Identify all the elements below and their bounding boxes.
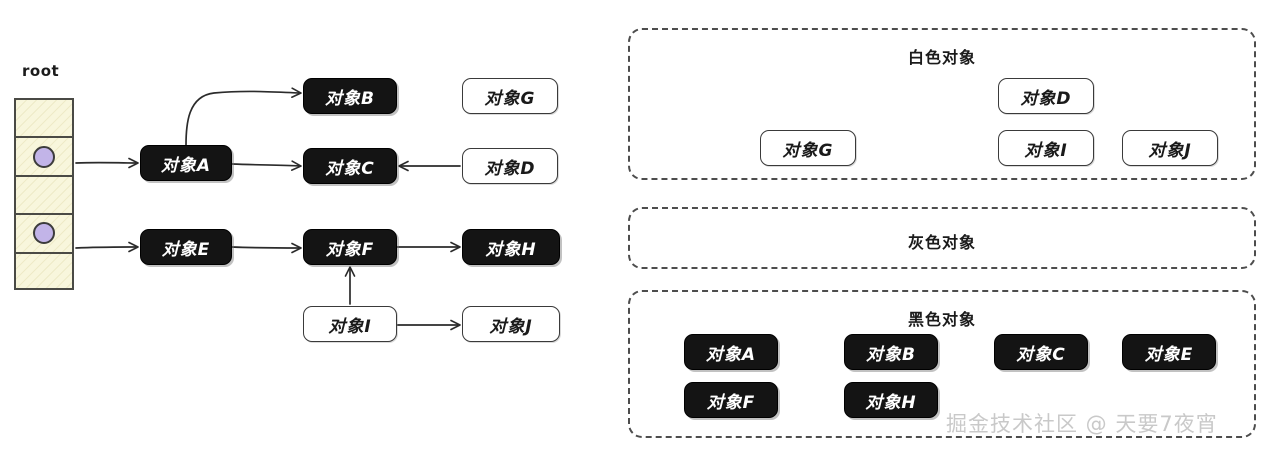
legend-item-black-6: 对象H [844, 382, 938, 418]
root-label: root [22, 62, 60, 80]
object-node-e: 对象E [140, 229, 232, 265]
watermark: 掘金技术社区 @ 天要7夜宵 [946, 412, 1218, 436]
legend-item-black-2: 对象B [844, 334, 938, 370]
reference-dot-icon [33, 145, 55, 168]
object-node-g: 对象G [462, 78, 558, 114]
reference-dot-icon [33, 222, 55, 245]
legend-panel-title-gray: 灰色对象 [907, 233, 976, 252]
legend-item-black-5: 对象F [684, 382, 778, 418]
object-node-d: 对象D [462, 148, 558, 184]
legend-panel-gray: 灰色对象 [628, 207, 1256, 269]
object-node-b: 对象B [303, 78, 397, 114]
object-node-j: 对象J [462, 306, 560, 342]
stack-cell [16, 100, 72, 139]
object-node-i: 对象I [303, 306, 397, 342]
legend-panel-black: 黑色对象对象A 对象B 对象C 对象E 对象F 对象H [628, 290, 1256, 438]
object-node-f: 对象F [303, 229, 397, 265]
legend-panel-title-white: 白色对象 [907, 48, 976, 67]
object-node-c: 对象C [303, 148, 397, 184]
stack-cell [16, 177, 72, 216]
stack-cell [16, 138, 72, 177]
legend-item-white-4: 对象J [1122, 130, 1218, 166]
legend-item-black-4: 对象E [1122, 334, 1216, 370]
legend-item-white-3: 对象I [998, 130, 1094, 166]
legend-item-white-1: 对象G [760, 130, 856, 166]
legend-item-black-3: 对象C [994, 334, 1088, 370]
object-node-h: 对象H [462, 229, 560, 265]
stack-cell [16, 215, 72, 254]
legend-panel-title-black: 黑色对象 [907, 310, 976, 329]
legend-item-white-2: 对象D [998, 78, 1094, 114]
root-stack [14, 98, 74, 290]
legend-panel-white: 白色对象对象G 对象D 对象I 对象J [628, 28, 1256, 180]
stack-cell [16, 254, 72, 292]
legend-item-black-1: 对象A [684, 334, 778, 370]
object-node-a: 对象A [140, 145, 232, 181]
